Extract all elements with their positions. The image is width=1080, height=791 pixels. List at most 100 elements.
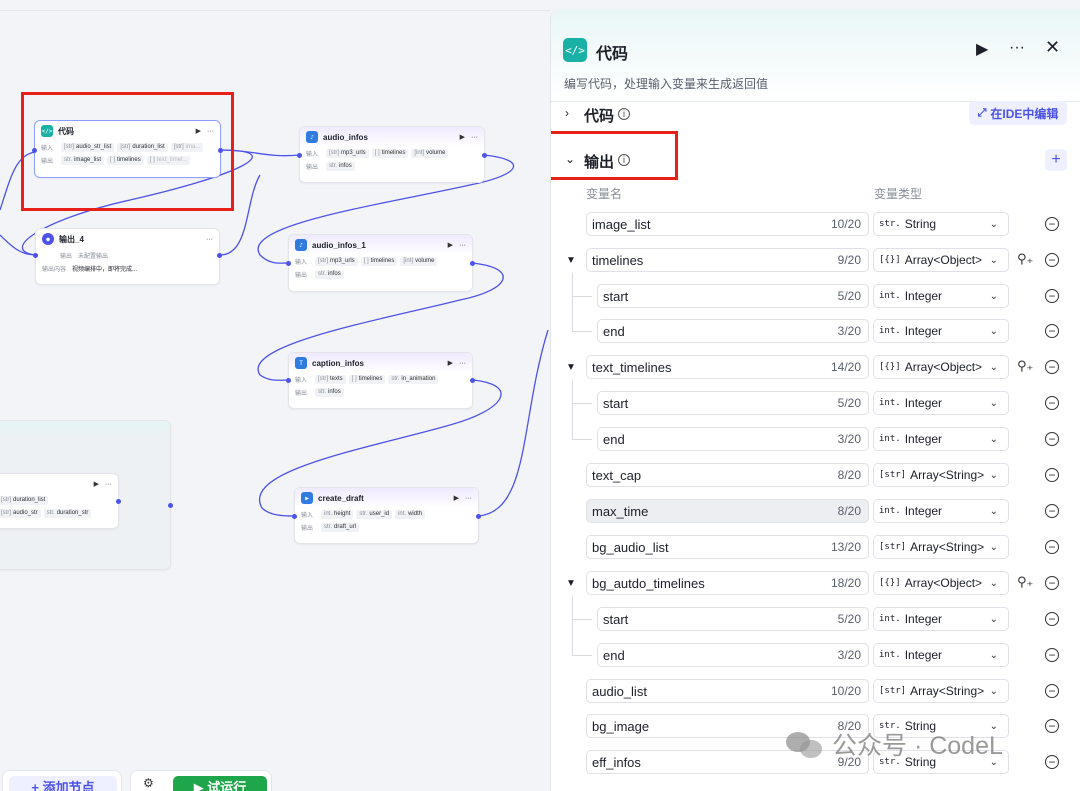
variable-type-select[interactable]: int.Integer⌄ [873,607,1009,631]
variable-type-select[interactable]: [str]Array<String>⌄ [873,679,1009,703]
caret-down-icon[interactable]: ▼ [566,255,576,266]
test-run-button[interactable]: ▶ 试运行 [173,776,267,791]
output-section-header[interactable]: ⌄ 输出 i [551,147,1080,173]
variable-type-select[interactable]: str.String⌄ [873,714,1009,738]
remove-icon[interactable]: − [1045,468,1059,482]
create-draft-node[interactable]: ▶ create_draft ▶ ··· 输入 int.height str.u… [294,487,479,544]
remove-icon[interactable]: − [1045,648,1059,662]
add-child-icon[interactable]: ⚲₊ [1017,358,1034,373]
add-node-button[interactable]: + 添加节点 [9,776,117,791]
add-output-button[interactable]: + [1045,149,1067,171]
audio-infos-in-port[interactable] [297,153,302,158]
variable-type-select[interactable]: [{}]Array<Object>⌄ [873,355,1009,379]
run-icon[interactable]: ▶ [447,360,453,367]
remove-icon[interactable]: − [1045,217,1059,231]
loop-container-node[interactable]: ▶ ··· [str]duration_list [str]audio_str … [0,420,171,570]
code-node-out-port[interactable] [218,148,223,153]
output4-node[interactable]: ● 输出_4 ··· 输出 未配置输出 输出内容 视频编排中，即将完成... [35,228,220,285]
variable-type-select[interactable]: [str]Array<String>⌄ [873,535,1009,559]
caret-down-icon[interactable]: ▼ [566,578,576,589]
variable-type-select[interactable]: int.Integer⌄ [873,499,1009,523]
loop-inner-out-port[interactable] [116,499,121,504]
variable-type-select[interactable]: int.Integer⌄ [873,284,1009,308]
run-icon[interactable]: ▶ [195,128,201,135]
loop-container-out-port[interactable] [168,503,173,508]
info-icon[interactable]: i [618,154,630,166]
variable-type-select[interactable]: [{}]Array<Object>⌄ [873,571,1009,595]
audio-infos-node[interactable]: ♪ audio_infos ▶ ··· 输入 [str]mp3_urls [ ]… [299,126,485,183]
create-draft-out-port[interactable] [476,514,481,519]
remove-icon[interactable]: − [1045,432,1059,446]
remove-icon[interactable]: − [1045,289,1059,303]
info-icon[interactable]: i [618,108,630,120]
more-icon[interactable]: ··· [471,133,478,141]
audio-infos-1-in-port[interactable] [286,261,291,266]
caption-infos-out-port[interactable] [470,378,475,383]
workflow-canvas[interactable]: </> 代码 ▶ ··· 输入 [str]audio_str_list [str… [0,0,550,791]
remove-icon[interactable]: − [1045,684,1059,698]
variable-type-select[interactable]: int.Integer⌄ [873,643,1009,667]
add-child-icon[interactable]: ⚲₊ [1017,251,1034,266]
remove-icon[interactable]: − [1045,504,1059,518]
remove-icon[interactable]: − [1045,253,1059,267]
caret-down-icon[interactable]: ▼ [566,362,576,373]
close-icon[interactable]: ✕ [1045,37,1061,57]
more-icon[interactable]: ··· [459,359,466,367]
chevron-down-icon[interactable]: ⌄ [565,152,576,166]
run-icon[interactable]: ▶ [447,242,453,249]
audio-infos-out-port[interactable] [482,153,487,158]
variable-type-select[interactable]: str.String⌄ [873,212,1009,236]
more-icon[interactable]: ··· [105,480,112,488]
remove-icon[interactable]: − [1045,719,1059,733]
run-icon[interactable]: ▶ [93,481,99,488]
variable-type-select[interactable]: [{}]Array<Object>⌄ [873,248,1009,272]
caption-infos-in-port[interactable] [286,378,291,383]
audio-infos-1-out-port[interactable] [470,261,475,266]
code-section-header[interactable]: › 代码 i [551,101,1080,127]
more-icon[interactable]: ··· [1009,39,1025,56]
more-icon[interactable]: ··· [465,494,472,502]
variable-type-select[interactable]: int.Integer⌄ [873,391,1009,415]
run-icon[interactable]: ▶ [459,134,465,141]
output4-in-port[interactable] [33,253,38,258]
audio-infos-1-node[interactable]: ♪ audio_infos_1 ▶ ··· 输入 [str]mp3_urls [… [288,234,473,292]
remove-icon[interactable]: − [1045,396,1059,410]
variable-type-select[interactable]: [str]Array<String>⌄ [873,463,1009,487]
variable-type-select[interactable]: int.Integer⌄ [873,427,1009,451]
output4-out-port[interactable] [217,253,222,258]
add-child-icon[interactable]: ⚲₊ [1017,574,1034,589]
variable-type-select[interactable]: str.String⌄ [873,750,1009,774]
code-node-in-port[interactable] [32,148,37,153]
edit-in-ide-button[interactable]: ⤢ 在IDE中编辑 [969,101,1067,125]
more-icon[interactable]: ··· [459,241,466,249]
more-icon[interactable]: ··· [206,235,213,243]
remove-icon[interactable]: − [1045,576,1059,590]
debug-icon[interactable]: ⚙ [143,776,154,790]
run-icon[interactable]: ▶ [976,41,989,58]
remove-icon[interactable]: − [1045,324,1059,338]
caption-infos-node[interactable]: T caption_infos ▶ ··· 输入 [str]texts [ ]t… [288,352,473,409]
loop-inner-node[interactable]: ▶ ··· [str]duration_list [str]audio_str … [0,473,119,529]
remove-icon[interactable]: − [1045,755,1059,769]
variable-type-select[interactable]: int.Integer⌄ [873,319,1009,343]
run-icon[interactable]: ▶ [453,495,459,502]
remove-icon[interactable]: − [1045,540,1059,554]
create-draft-in-port[interactable] [292,514,297,519]
chevron-right-icon[interactable]: › [565,106,569,120]
remove-icon[interactable]: − [1045,612,1059,626]
